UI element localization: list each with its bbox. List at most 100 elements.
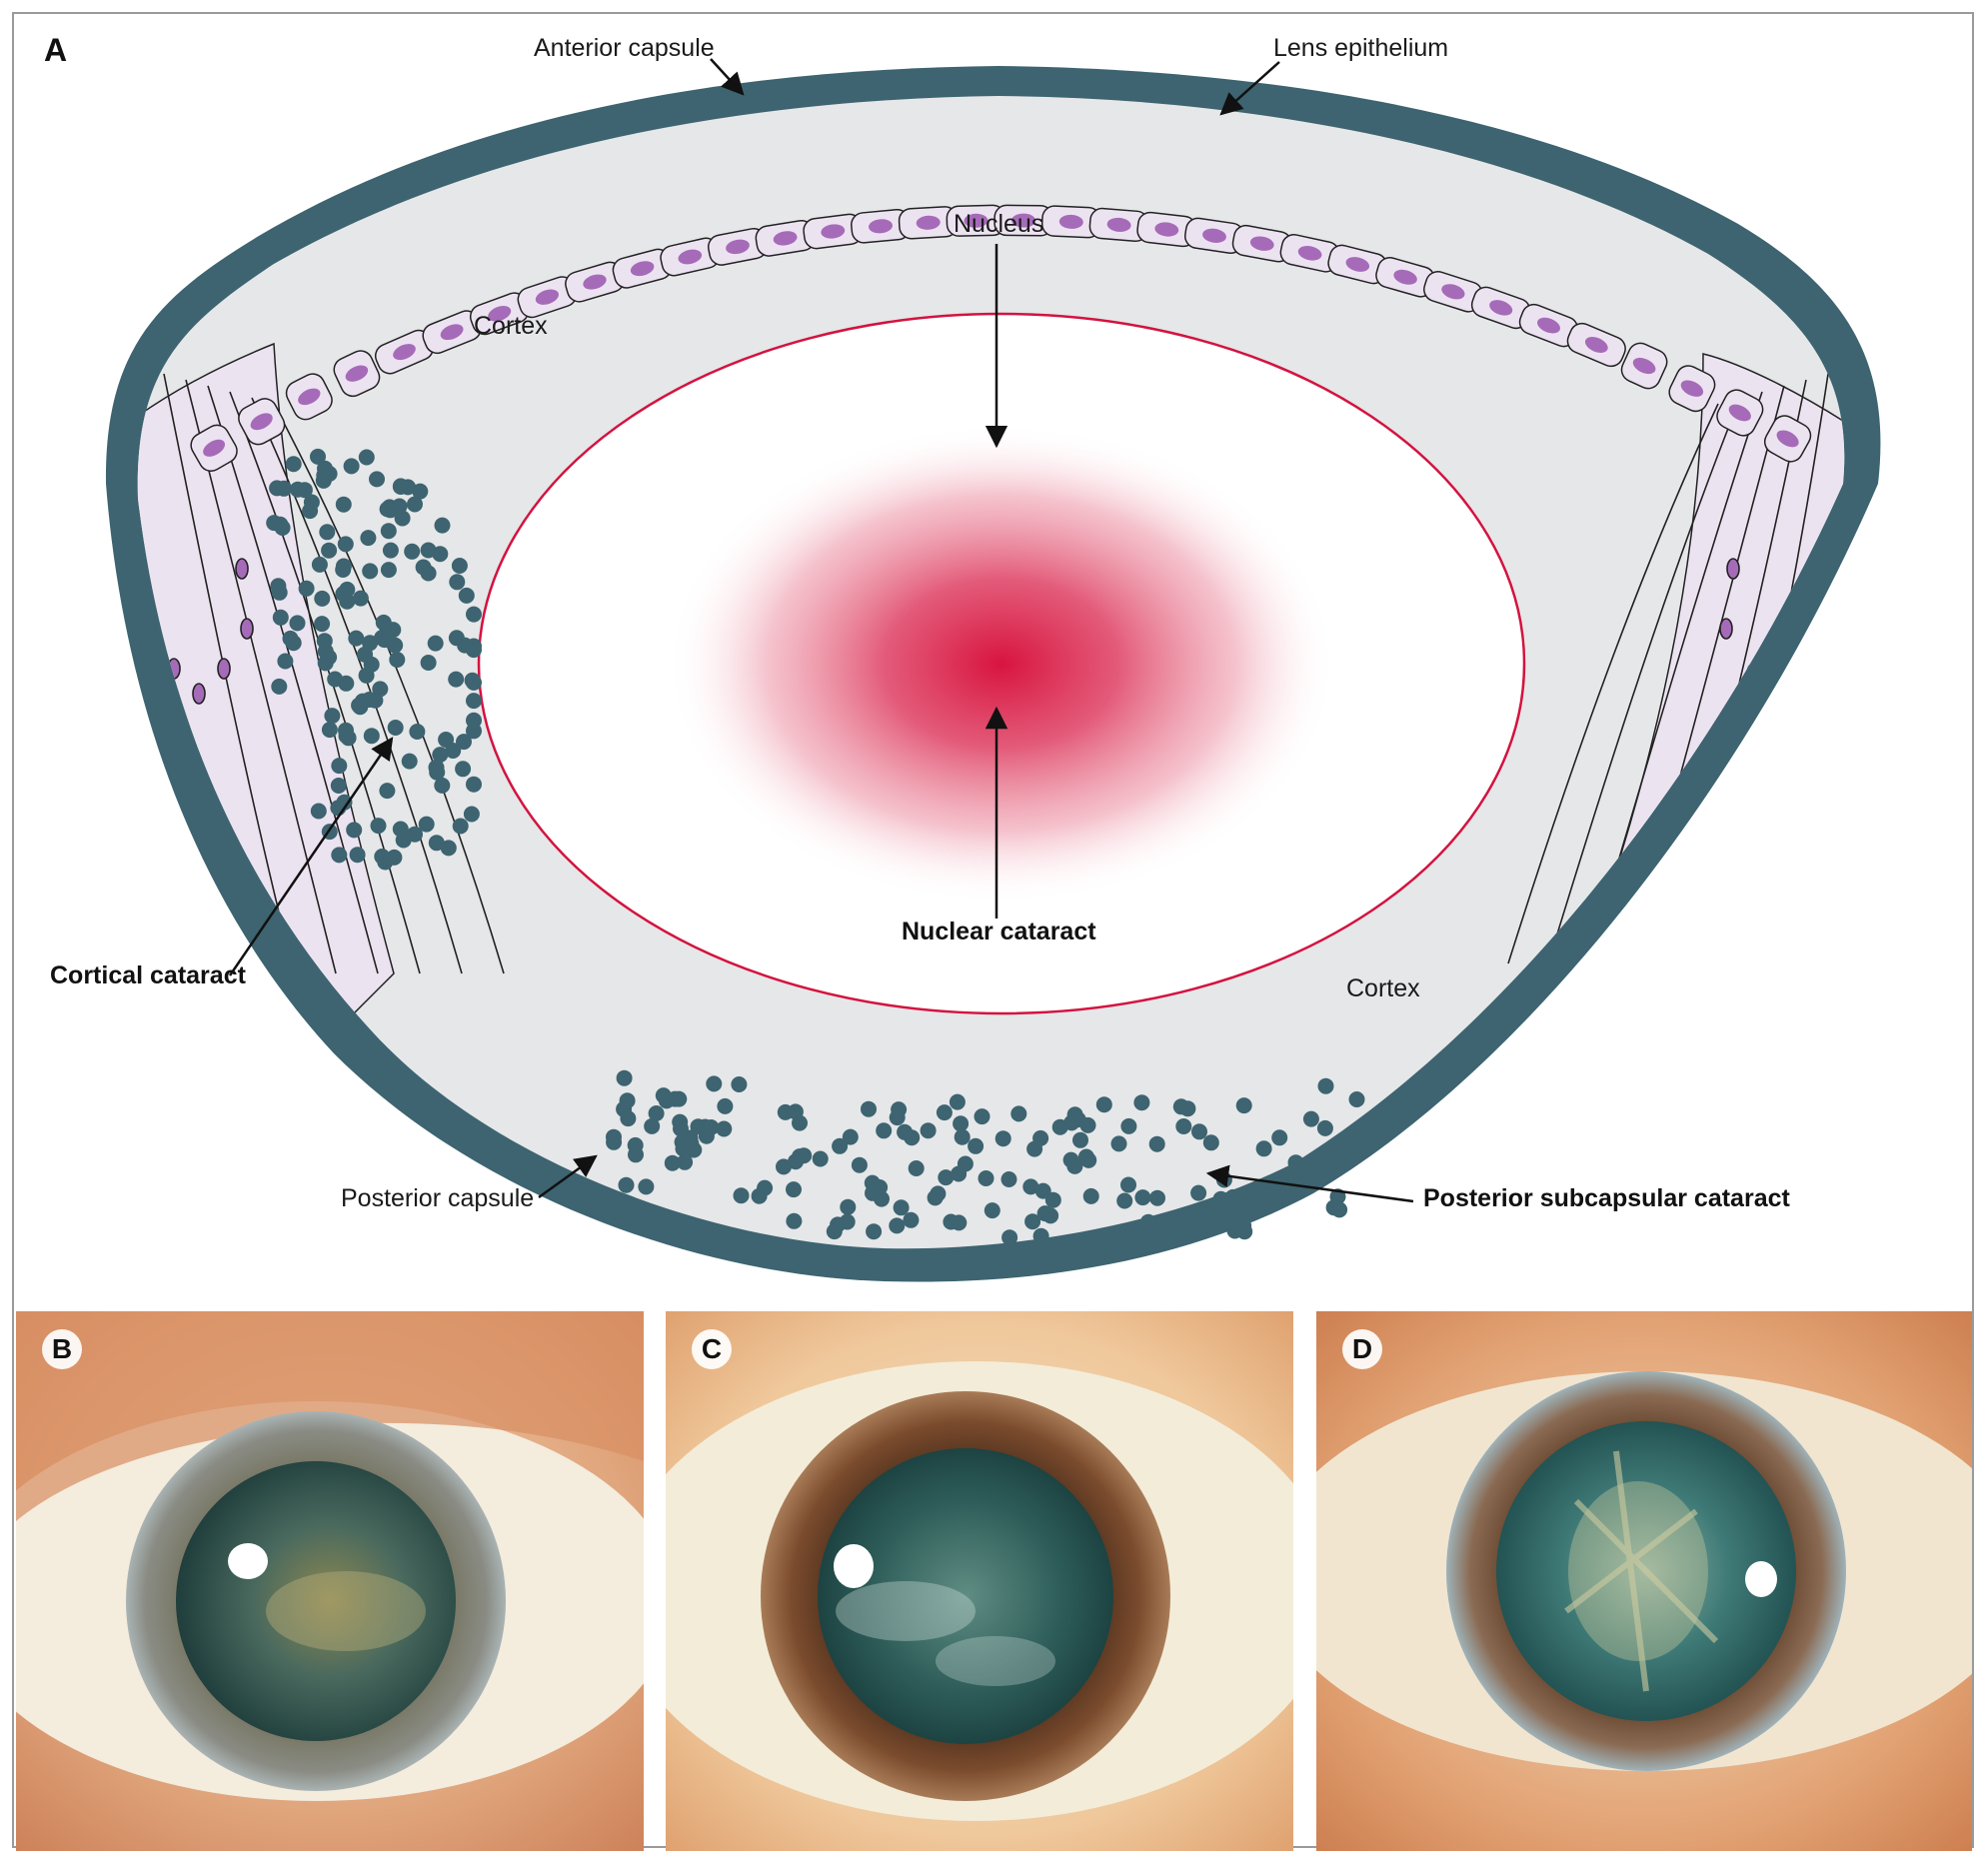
opacity-dot [1287,1154,1304,1171]
label-posterior-capsule: Posterior capsule [341,1184,534,1212]
opacity-dot [872,1179,889,1195]
opacity-dot [889,1109,906,1126]
opacity-dot [1072,1131,1088,1148]
opacity-dot [466,693,482,710]
opacity-dot [776,1158,792,1175]
opacity-dot [920,1122,937,1139]
cortical-cataract-dots [266,448,482,871]
opacity-dot [289,615,306,632]
opacity-dot [1063,1114,1080,1131]
opacity-dot [321,722,338,739]
opacity-dot [628,1146,644,1163]
opacity-dot [271,584,288,601]
opacity-dot [296,482,313,499]
fiber-nucleus [1771,688,1785,710]
fiber-line [207,385,379,974]
opacity-dot [927,1189,944,1206]
opacity-dot [420,655,437,671]
opacity-dot [1175,1118,1192,1134]
opacity-dot [953,1115,970,1132]
opacity-dot [1235,1097,1252,1114]
opacity-dot [1010,1105,1027,1122]
opacity-dot [331,758,348,775]
opacity-dot [731,1076,748,1092]
opacity-dot [1235,1217,1252,1234]
opacity-dot [839,1213,856,1230]
opacity-dot [360,530,377,547]
opacity-dot [1348,1091,1365,1107]
fiber-nucleus [1719,618,1733,640]
epithelial-cell [1231,224,1292,263]
opacity-dot [903,1211,920,1228]
opacity-dot [346,822,363,839]
fiber-line [1507,403,1719,964]
opacity-dot [1164,1211,1181,1228]
opacity-dot [690,1118,707,1135]
opacity-dot [1271,1129,1288,1146]
opacity-dot [369,471,385,488]
opacity-dot [1331,1201,1348,1218]
opacity-dot [374,849,391,865]
opacity-dot [337,536,354,553]
photo-panel-b: B [16,1311,644,1851]
arrow-anterior-capsule [710,58,745,96]
epithelial-cell [1716,389,1764,437]
opacity-dot [957,1155,974,1172]
opacity-dot [716,1120,733,1137]
opacity-dot [380,562,397,579]
opacity-dot [340,730,357,747]
opacity-dot [812,1150,829,1167]
opacity-dot [1316,1119,1333,1136]
epithelial-cell [1566,322,1626,368]
opacity-dot [751,1187,768,1204]
label-lens-epithelium: Lens epithelium [1273,34,1448,62]
opacity-dot [1179,1100,1196,1117]
opacity-dot [310,448,326,465]
opacity-dot [271,678,288,695]
eye-photo-c [666,1311,1293,1851]
opacity-dot [706,1075,723,1092]
opacity-dot [327,671,344,688]
opacity-dot [974,1108,991,1125]
epithelial-cell [1423,271,1483,313]
opacity-dot [1032,1227,1049,1244]
opacity-dot [285,456,302,473]
opacity-dot [717,1097,734,1114]
opacity-dot [1080,1151,1097,1168]
arrow-posterior-capsule [538,1154,598,1199]
opacity-dot [832,1137,849,1154]
epithelial-cell [660,237,721,277]
opacity-dot [466,606,482,623]
opacity-dot [466,674,482,691]
opacity-dot [314,590,331,607]
fiber-line [1547,397,1741,964]
opacity-dot [1036,1205,1053,1222]
epithelial-cell [238,398,286,446]
opacity-dot [466,642,482,659]
opacity-dot [349,847,366,864]
opacity-dot [733,1187,750,1204]
opacity-dot [395,832,412,849]
opacity-dot [449,574,466,591]
opacity-dot [445,743,462,759]
opacity-dot [319,524,336,541]
fiber-nucleus [1726,558,1740,580]
opacity-dot [466,776,482,793]
opacity-dot [314,616,331,633]
opacity-dot [786,1181,802,1198]
opacity-dot [321,542,338,559]
figure-frame: A Anterior capsule Lens epithelium [12,12,1974,1851]
opacity-dot [310,803,327,820]
opacity-dot [276,480,292,497]
opacity-dot [463,806,480,823]
opacity-dot [826,1223,843,1240]
epithelial-cell [898,206,959,240]
opacity-dot [618,1176,635,1193]
opacity-dot [272,609,289,626]
opacity-dot [418,816,435,833]
epithelial-cell [422,310,482,355]
epithelial-cell [285,373,333,421]
photo-panel-c: C [666,1311,1293,1851]
epithelial-cell [755,219,816,257]
fiber-nucleus [235,558,249,580]
